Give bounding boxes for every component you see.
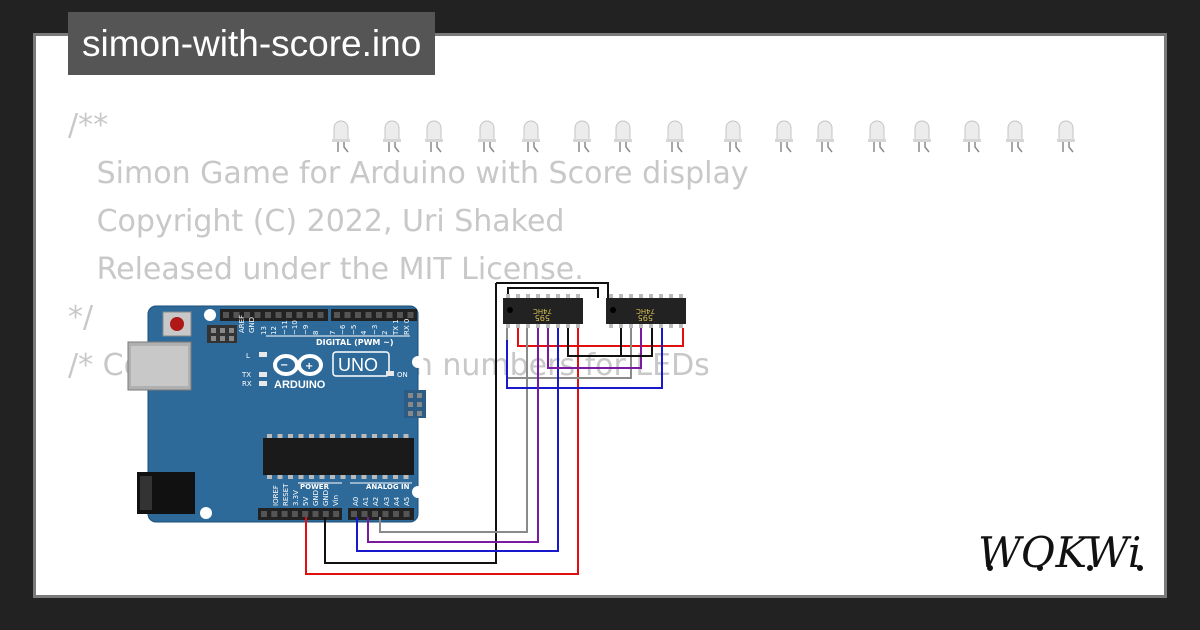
tx-led-label: TX (241, 371, 251, 379)
led-icon[interactable] (775, 120, 793, 153)
shift-register-chip-1[interactable]: 595 74HC (503, 294, 583, 328)
digital-pin-label: 7 (329, 331, 337, 335)
led-icon[interactable] (963, 120, 981, 153)
led-icon[interactable] (868, 120, 886, 153)
digital-pin-label: ~5 (350, 325, 358, 335)
led-icon[interactable] (1006, 120, 1024, 153)
code-line: Released under the MIT License. (68, 252, 584, 287)
code-line: Copyright (C) 2022, Uri Shaked (68, 204, 565, 239)
led-icon[interactable] (425, 120, 443, 153)
wire (356, 328, 559, 552)
wokwi-logo: WOKWi (978, 528, 1143, 577)
led-icon[interactable] (522, 120, 540, 153)
led-icon[interactable] (383, 120, 401, 153)
arduino-logo-icon (273, 354, 323, 376)
l-led-label: L (246, 352, 250, 360)
analog-pin-label: A3 (383, 497, 391, 506)
digital-label: DIGITAL (PWM ~) (316, 338, 394, 347)
digital-pin-label: 8 (312, 331, 320, 335)
chip1-part: 595 (535, 313, 550, 322)
led-icon[interactable] (332, 120, 350, 153)
power-label: POWER (300, 483, 330, 491)
chip2-part: 595 (638, 313, 653, 322)
digital-pin-label: 13 (260, 326, 268, 335)
digital-pin-label: TX 1 (392, 319, 400, 336)
wire (547, 328, 642, 369)
led-icon[interactable] (666, 120, 684, 153)
analog-pin-label: A1 (362, 497, 370, 506)
arduino-brand: ARDUINO (274, 379, 326, 391)
digital-pin-label: ~3 (371, 325, 379, 335)
analog-pin-label: A4 (393, 496, 401, 506)
chip1-brand: 74HC (533, 307, 552, 315)
wire (324, 283, 497, 564)
digital-pin-label: 4 (360, 330, 368, 335)
analog-pin-label: A5 (403, 497, 411, 506)
digital-pin-label: ~10 (291, 320, 299, 335)
svg-text:−: − (280, 360, 288, 371)
wire (367, 328, 539, 543)
wires (305, 282, 684, 575)
digital-pin-label: ~11 (281, 320, 289, 335)
board-name: UNO (338, 355, 378, 375)
power-pin-label: GND (312, 490, 320, 506)
power-pin-label: GND (322, 490, 330, 506)
analog-pin-label: A2 (372, 497, 380, 506)
led-row (332, 120, 1075, 153)
wire (506, 328, 663, 389)
led-icon[interactable] (573, 120, 591, 153)
aref-label: AREF (238, 315, 246, 333)
wire (379, 328, 528, 533)
code-line: */ (68, 300, 94, 335)
power-pin-label: IOREF (272, 485, 280, 506)
power-pin-label: Vin (332, 495, 340, 506)
svg-text:+: + (305, 361, 313, 372)
digital-pin-label: 2 (381, 331, 389, 335)
wire (567, 328, 653, 357)
digital-pin-label: 12 (270, 326, 278, 335)
code-line: /** (68, 108, 109, 143)
digital-pin-label: RX 0 (403, 319, 411, 335)
code-line: Simon Game for Arduino with Score displa… (68, 156, 749, 191)
led-icon[interactable] (913, 120, 931, 153)
led-icon[interactable] (724, 120, 742, 153)
analog-pin-label: A0 (352, 497, 360, 506)
code-preview: /** Simon Game for Arduino with Score di… (68, 102, 749, 390)
wire (507, 287, 599, 298)
wokwi-logo-text: WOKWi (978, 528, 1141, 577)
power-pin-label: 5V (302, 497, 310, 506)
digital-pin-label: ~6 (339, 324, 347, 335)
sketch-title[interactable]: simon-with-score.ino (68, 12, 436, 75)
power-pin-label: 3.3V (292, 490, 300, 506)
wire (517, 328, 684, 347)
power-pin-label: RESET (282, 483, 290, 506)
wire (305, 346, 579, 575)
digital-pin-label: ~9 (302, 325, 310, 335)
rx-led-label: RX (242, 380, 252, 388)
chip2-brand: 74HC (636, 307, 655, 315)
wire (496, 282, 609, 298)
analog-label: ANALOG IN (366, 483, 410, 491)
led-icon[interactable] (614, 120, 632, 153)
led-icon[interactable] (1057, 120, 1075, 153)
led-icon[interactable] (478, 120, 496, 153)
led-icon[interactable] (816, 120, 834, 153)
shift-register-chip-2[interactable]: 595 74HC (606, 294, 686, 328)
gnd-label: GND (248, 317, 256, 333)
on-led-label: ON (397, 371, 408, 379)
